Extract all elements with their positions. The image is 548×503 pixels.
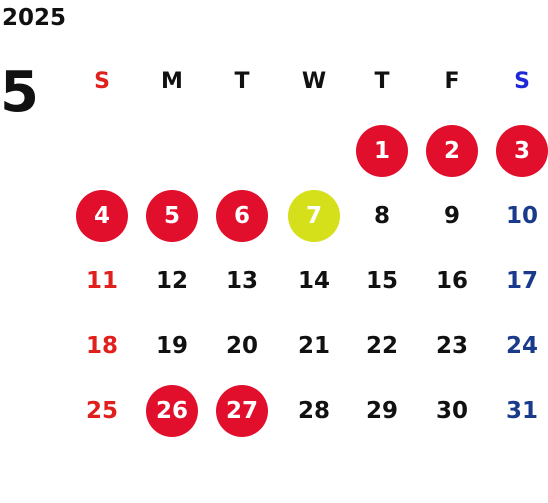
day-number: 26 — [155, 398, 188, 424]
holiday-marker — [216, 190, 268, 242]
day-number: 30 — [435, 398, 468, 424]
day-cell-2[interactable]: 2 — [422, 124, 482, 178]
day-cell-5[interactable]: 5 — [142, 189, 202, 243]
day-cell-10[interactable]: 10 — [492, 189, 548, 243]
holiday-marker — [496, 125, 548, 177]
day-number: 29 — [365, 398, 398, 424]
day-cell-15[interactable]: 15 — [352, 254, 412, 308]
day-number: 2 — [443, 138, 460, 164]
day-cell-24[interactable]: 24 — [492, 319, 548, 373]
day-number: 19 — [155, 333, 188, 359]
weekday-header-1: M — [161, 68, 183, 94]
day-number: 24 — [505, 333, 538, 359]
day-number: 6 — [233, 203, 250, 229]
day-number: 27 — [225, 398, 258, 424]
year-label: 2025 — [2, 5, 67, 31]
day-number: 11 — [85, 268, 118, 294]
day-cell-11[interactable]: 11 — [72, 254, 132, 308]
day-cell-23[interactable]: 23 — [422, 319, 482, 373]
day-cell-12[interactable]: 12 — [142, 254, 202, 308]
day-number: 21 — [297, 333, 330, 359]
day-cell-22[interactable]: 22 — [352, 319, 412, 373]
weekday-header-4: T — [374, 68, 390, 94]
day-cell-27[interactable]: 27 — [212, 384, 272, 438]
day-number: 23 — [435, 333, 468, 359]
day-cell-21[interactable]: 21 — [284, 319, 344, 373]
month-number: 5 — [0, 60, 39, 125]
day-number: 7 — [305, 203, 322, 229]
day-number: 10 — [505, 203, 538, 229]
day-cell-30[interactable]: 30 — [422, 384, 482, 438]
day-cell-18[interactable]: 18 — [72, 319, 132, 373]
day-cell-26[interactable]: 26 — [142, 384, 202, 438]
weekday-header-5: F — [444, 68, 460, 94]
holiday-marker — [76, 190, 128, 242]
day-cell-17[interactable]: 17 — [492, 254, 548, 308]
weekday-header-2: T — [234, 68, 250, 94]
holiday-marker — [146, 385, 198, 437]
day-cell-8[interactable]: 8 — [352, 189, 412, 243]
weekday-header-6: S — [514, 68, 530, 94]
day-cell-14[interactable]: 14 — [284, 254, 344, 308]
day-number: 17 — [505, 268, 538, 294]
day-number: 25 — [85, 398, 118, 424]
day-cell-20[interactable]: 20 — [212, 319, 272, 373]
day-cell-29[interactable]: 29 — [352, 384, 412, 438]
day-number: 20 — [225, 333, 258, 359]
day-number: 13 — [225, 268, 258, 294]
day-number: 14 — [297, 268, 330, 294]
day-number: 31 — [505, 398, 538, 424]
holiday-marker — [426, 125, 478, 177]
day-cell-9[interactable]: 9 — [422, 189, 482, 243]
day-cell-4[interactable]: 4 — [72, 189, 132, 243]
holiday-marker — [356, 125, 408, 177]
day-cell-16[interactable]: 16 — [422, 254, 482, 308]
day-number: 28 — [297, 398, 330, 424]
day-cell-19[interactable]: 19 — [142, 319, 202, 373]
day-number: 12 — [155, 268, 188, 294]
day-number: 1 — [373, 138, 390, 164]
day-number: 4 — [93, 203, 110, 229]
day-cell-6[interactable]: 6 — [212, 189, 272, 243]
day-number: 5 — [163, 203, 180, 229]
day-number: 16 — [435, 268, 468, 294]
holiday-marker — [146, 190, 198, 242]
today-marker — [288, 190, 340, 242]
day-number: 8 — [373, 203, 390, 229]
day-number: 18 — [85, 333, 118, 359]
day-cell-28[interactable]: 28 — [284, 384, 344, 438]
day-number: 9 — [443, 203, 460, 229]
day-cell-25[interactable]: 25 — [72, 384, 132, 438]
holiday-marker — [216, 385, 268, 437]
day-cell-7[interactable]: 7 — [284, 189, 344, 243]
day-cell-3[interactable]: 3 — [492, 124, 548, 178]
day-number: 22 — [365, 333, 398, 359]
weekday-header-0: S — [94, 68, 110, 94]
weekday-header-3: W — [301, 68, 327, 94]
day-cell-13[interactable]: 13 — [212, 254, 272, 308]
day-number: 15 — [365, 268, 398, 294]
day-cell-1[interactable]: 1 — [352, 124, 412, 178]
day-number: 3 — [513, 138, 530, 164]
day-cell-31[interactable]: 31 — [492, 384, 548, 438]
